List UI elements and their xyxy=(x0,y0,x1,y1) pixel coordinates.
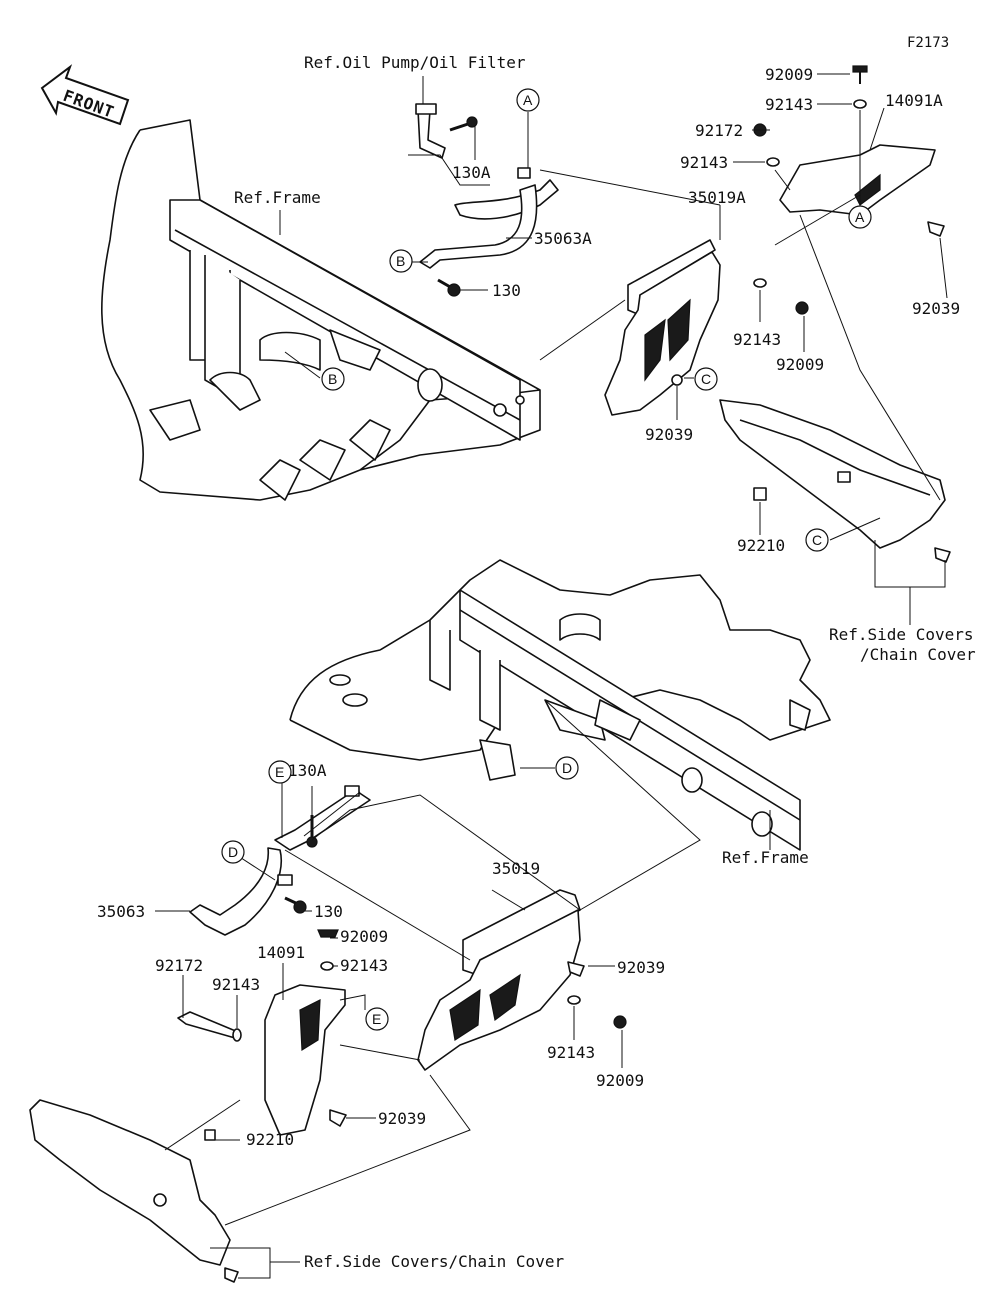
cover-35019 xyxy=(417,889,581,1071)
part-92009-c-label: 92009 xyxy=(340,927,388,946)
chain-cover-bottom xyxy=(29,1099,231,1266)
part-92039-c-label: 92039 xyxy=(378,1109,426,1128)
part-92143-f-label: 92143 xyxy=(547,1043,595,1062)
bolt-130A-icon xyxy=(449,116,478,132)
callout-B-top: B xyxy=(389,249,413,273)
callout-C-lower: C xyxy=(805,528,829,552)
leaders-top xyxy=(279,73,948,625)
ref-side-covers-top-line1: Ref.Side Covers xyxy=(829,625,974,644)
svg-text:A: A xyxy=(523,92,533,108)
bracket-35063 xyxy=(189,785,371,936)
svg-text:E: E xyxy=(275,764,284,780)
ref-frame-top-label: Ref.Frame xyxy=(234,188,321,207)
chain-cover-top xyxy=(719,399,946,549)
screw-92009-icon xyxy=(852,65,868,73)
bracket-35063A xyxy=(419,167,559,269)
part-92143-e-label: 92143 xyxy=(212,975,260,994)
part-130A-bottom-label: 130A xyxy=(288,761,327,780)
bolt-130-icon xyxy=(437,278,461,297)
part-92172-a-label: 92172 xyxy=(695,121,743,140)
washer-92143-icon xyxy=(853,99,867,109)
ref-side-covers-top-line2: /Chain Cover xyxy=(860,645,976,664)
frame-bottom-drawing xyxy=(289,559,831,851)
svg-text:B: B xyxy=(328,371,337,387)
ref-frame-bottom-label: Ref.Frame xyxy=(722,848,809,867)
rivet-92039-b-icon xyxy=(671,374,683,386)
rivet-side-b-icon xyxy=(224,1267,239,1283)
washer-92143-f-icon xyxy=(567,995,581,1005)
figure-code: F2173 xyxy=(907,35,949,51)
part-92039-b-label: 92039 xyxy=(645,425,693,444)
svg-text:A: A xyxy=(855,209,865,225)
callout-E-right: E xyxy=(365,1007,389,1031)
callout-A-right: A xyxy=(848,205,872,229)
part-92039-a-label: 92039 xyxy=(912,299,960,318)
rivet-side-icon xyxy=(934,547,951,563)
screw-92009-d-icon xyxy=(613,1015,627,1029)
svg-text:D: D xyxy=(562,760,572,776)
part-92143-c-label: 92143 xyxy=(733,330,781,349)
screw-92009-c-icon xyxy=(317,929,339,938)
svg-text:C: C xyxy=(701,371,711,387)
part-92009-a-label: 92009 xyxy=(765,65,813,84)
callout-E-left: E xyxy=(268,760,292,784)
part-35019A-label: 35019A xyxy=(688,188,746,207)
part-35063A-label: 35063A xyxy=(534,229,592,248)
rivet-92039-icon xyxy=(927,221,945,237)
part-92210-b-label: 92210 xyxy=(246,1130,294,1149)
part-92009-b-label: 92009 xyxy=(776,355,824,374)
ref-oil-pump-label: Ref.Oil Pump/Oil Filter xyxy=(304,53,526,72)
screw-92009-b-icon xyxy=(795,301,809,315)
part-130-bottom-label: 130 xyxy=(314,902,343,921)
part-92210-a-label: 92210 xyxy=(737,536,785,555)
cover-35019A xyxy=(604,239,721,416)
ref-side-covers-bottom-label: Ref.Side Covers/Chain Cover xyxy=(304,1252,564,1271)
part-92143-d-label: 92143 xyxy=(340,956,388,975)
washer-92143-d-icon xyxy=(320,961,334,971)
callout-B-lower: B xyxy=(321,367,345,391)
part-92009-d-label: 92009 xyxy=(596,1071,644,1090)
callout-D-left: D xyxy=(221,840,245,864)
washer-92143-b-icon xyxy=(766,157,780,167)
part-130A-top-label: 130A xyxy=(452,163,491,182)
rivet-92039-c-icon xyxy=(329,1109,347,1127)
part-35063-label: 35063 xyxy=(97,902,145,921)
bolt-130A-b-icon xyxy=(306,815,318,848)
hardware-bottom xyxy=(177,929,627,1283)
oil-pump-bracket xyxy=(415,103,446,159)
screw-92172-b-icon xyxy=(177,1011,239,1039)
svg-text:B: B xyxy=(396,253,405,269)
part-130-top-label: 130 xyxy=(492,281,521,300)
washer-92143-e-icon xyxy=(232,1028,242,1042)
bolt-130-b-icon xyxy=(284,896,307,914)
part-35019-label: 35019 xyxy=(492,859,540,878)
callout-D-right: D xyxy=(555,756,579,780)
part-14091A-label: 14091A xyxy=(885,91,943,110)
part-92039-d-label: 92039 xyxy=(617,958,665,977)
svg-text:D: D xyxy=(228,844,238,860)
nut-92210-icon xyxy=(753,487,767,501)
part-14091-label: 14091 xyxy=(257,943,305,962)
svg-text:E: E xyxy=(372,1011,381,1027)
hardware-top xyxy=(671,65,951,563)
frame-top-drawing xyxy=(101,119,541,501)
part-92143-b-label: 92143 xyxy=(680,153,728,172)
svg-text:C: C xyxy=(812,532,822,548)
cover-14091 xyxy=(264,984,346,1136)
washer-92143-c-icon xyxy=(753,278,767,288)
part-92172-b-label: 92172 xyxy=(155,956,203,975)
part-92143-a-label: 92143 xyxy=(765,95,813,114)
rivet-92039-d-icon xyxy=(567,961,585,977)
callout-A-top: A xyxy=(516,88,540,112)
cover-14091A xyxy=(779,144,936,216)
front-arrow-icon: FRONT xyxy=(40,64,130,126)
callout-C-top: C xyxy=(694,367,718,391)
